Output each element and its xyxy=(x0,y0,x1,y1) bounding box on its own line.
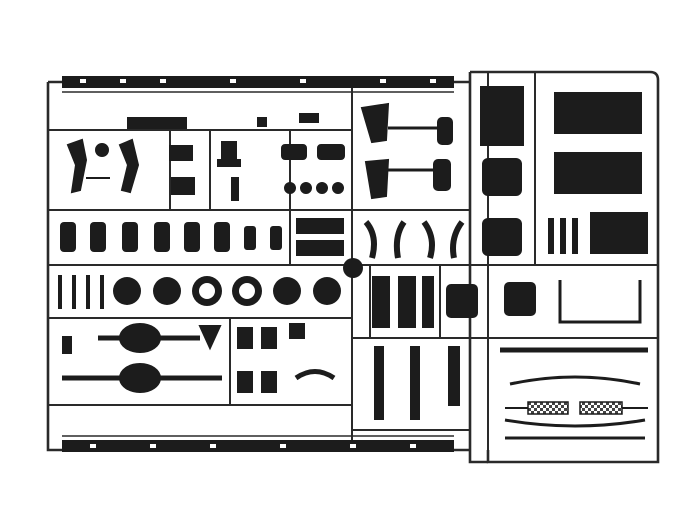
chassis-rail-bottom xyxy=(62,435,454,452)
pin-parts xyxy=(58,275,104,354)
torque-arm-parts xyxy=(363,220,465,259)
hub-disc-row xyxy=(113,258,363,306)
mesh-grille-parts xyxy=(505,401,648,415)
hanger-bracket-parts xyxy=(360,102,453,200)
support-bracket-parts xyxy=(372,276,536,420)
cylinder-row xyxy=(60,218,344,256)
rod-parts xyxy=(500,280,648,440)
spring-hanger-parts xyxy=(66,117,195,195)
battery-box-parts xyxy=(480,86,648,256)
axle-housing-parts xyxy=(62,323,336,393)
chassis-rail-top xyxy=(62,76,454,93)
brake-chamber-parts xyxy=(217,113,345,201)
